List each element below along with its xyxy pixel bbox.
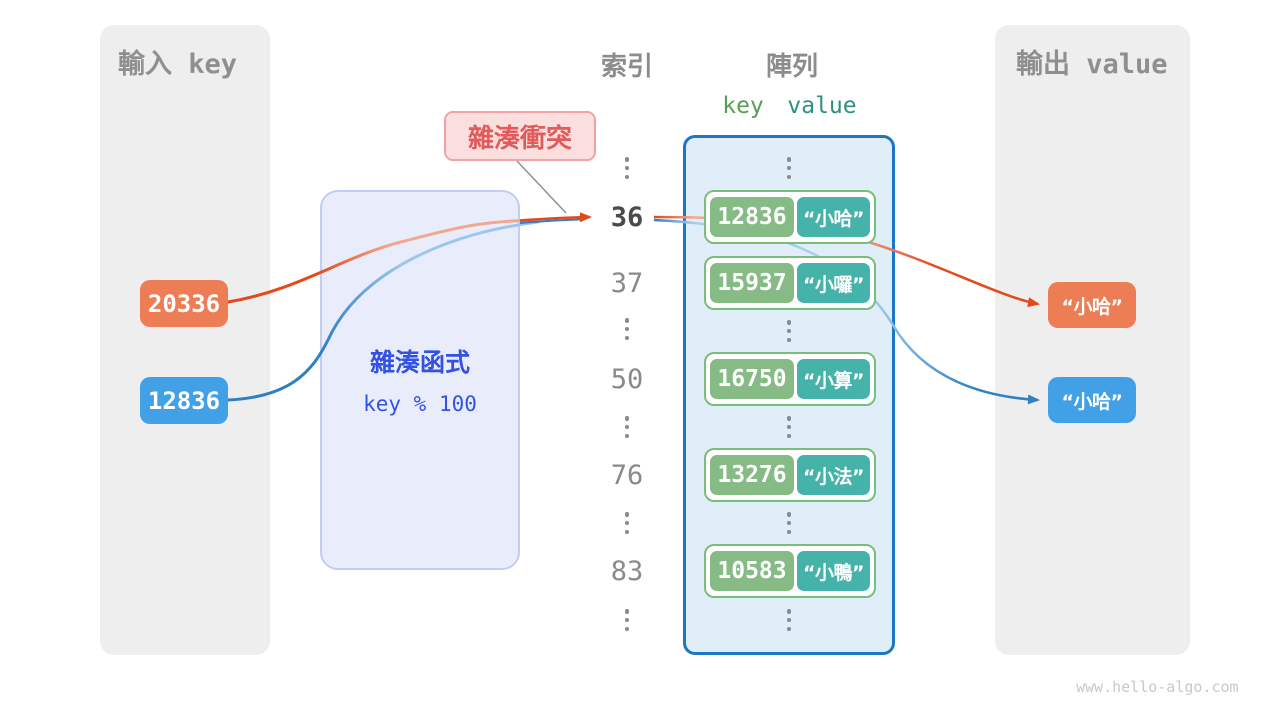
ellipsis-dots — [622, 416, 632, 438]
array-value-cell: “小法” — [797, 455, 870, 495]
output-panel-title: 輸出 value — [1016, 49, 1168, 80]
index-value: 83 — [610, 556, 644, 587]
ellipsis-dots — [784, 320, 794, 342]
hash-function-title: 雜湊函式 — [369, 348, 470, 377]
ellipsis-dots — [784, 512, 794, 534]
ellipsis-dots — [622, 318, 632, 340]
index-value: 50 — [610, 364, 644, 395]
output-panel — [995, 25, 1190, 655]
key-column-header: key — [722, 93, 764, 119]
array-row: 10583 “小鴨” — [704, 544, 876, 598]
watermark: www.hello-algo.com — [1076, 678, 1239, 696]
array-key-cell: 10583 — [710, 551, 794, 591]
array-key-cell: 13276 — [710, 455, 794, 495]
array-row: 15937 “小囉” — [704, 256, 876, 310]
array-value-cell: “小哈” — [797, 197, 870, 237]
array-key-cell: 15937 — [710, 263, 794, 303]
array-key-cell: 12836 — [710, 197, 794, 237]
array-row: 16750 “小算” — [704, 352, 876, 406]
ellipsis-dots — [622, 609, 632, 631]
collision-badge: 雜湊衝突 — [444, 111, 596, 161]
array-value-cell: “小囉” — [797, 263, 870, 303]
array-value-cell: “小鴨” — [797, 551, 870, 591]
array-key-cell: 16750 — [710, 359, 794, 399]
index-column-header: 索引 — [600, 52, 653, 82]
input-key-box: 12836 — [140, 377, 228, 424]
ellipsis-dots — [622, 512, 632, 534]
ellipsis-dots — [784, 609, 794, 631]
index-value: 76 — [610, 460, 644, 491]
index-value: 37 — [610, 268, 644, 299]
input-panel — [100, 25, 270, 655]
hash-function-formula: key % 100 — [363, 392, 477, 416]
index-value: 36 — [610, 202, 644, 233]
ellipsis-dots — [784, 416, 794, 438]
array-row: 12836 “小哈” — [704, 190, 876, 244]
ellipsis-dots — [622, 157, 632, 179]
input-panel-title: 輸入 key — [118, 49, 238, 80]
value-column-header: value — [787, 93, 857, 119]
hash-function-box — [320, 190, 520, 570]
output-value-box: “小哈” — [1048, 282, 1136, 328]
ellipsis-dots — [784, 157, 794, 179]
array-column-header: 陣列 — [765, 52, 818, 82]
output-value-box: “小哈” — [1048, 377, 1136, 423]
input-key-box: 20336 — [140, 280, 228, 327]
array-value-cell: “小算” — [797, 359, 870, 399]
array-row: 13276 “小法” — [704, 448, 876, 502]
